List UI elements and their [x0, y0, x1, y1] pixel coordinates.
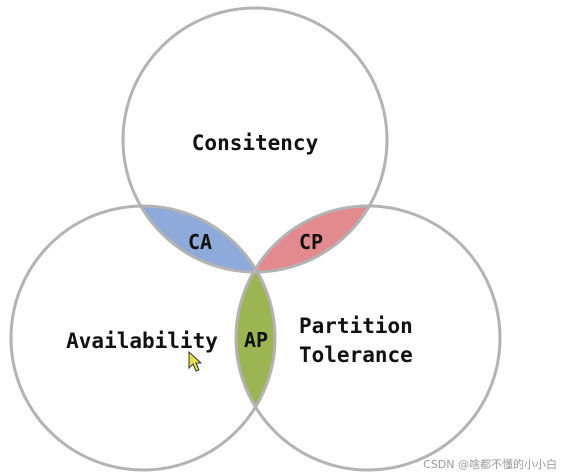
availability-label: Availability — [66, 329, 218, 353]
ca-label: CA — [188, 230, 212, 254]
csdn-watermark: CSDN @啥都不懂的小小白 — [423, 458, 557, 471]
ap-label: AP — [244, 328, 268, 352]
mouse-cursor-icon — [188, 350, 203, 372]
partition-label: Partition — [299, 314, 413, 338]
cp-label: CP — [299, 230, 323, 254]
partition-tolerance-circle — [234, 204, 502, 472]
consistency-label: Consitency — [192, 131, 319, 155]
tolerance-label: Tolerance — [299, 343, 413, 367]
availability-circle — [9, 204, 277, 472]
